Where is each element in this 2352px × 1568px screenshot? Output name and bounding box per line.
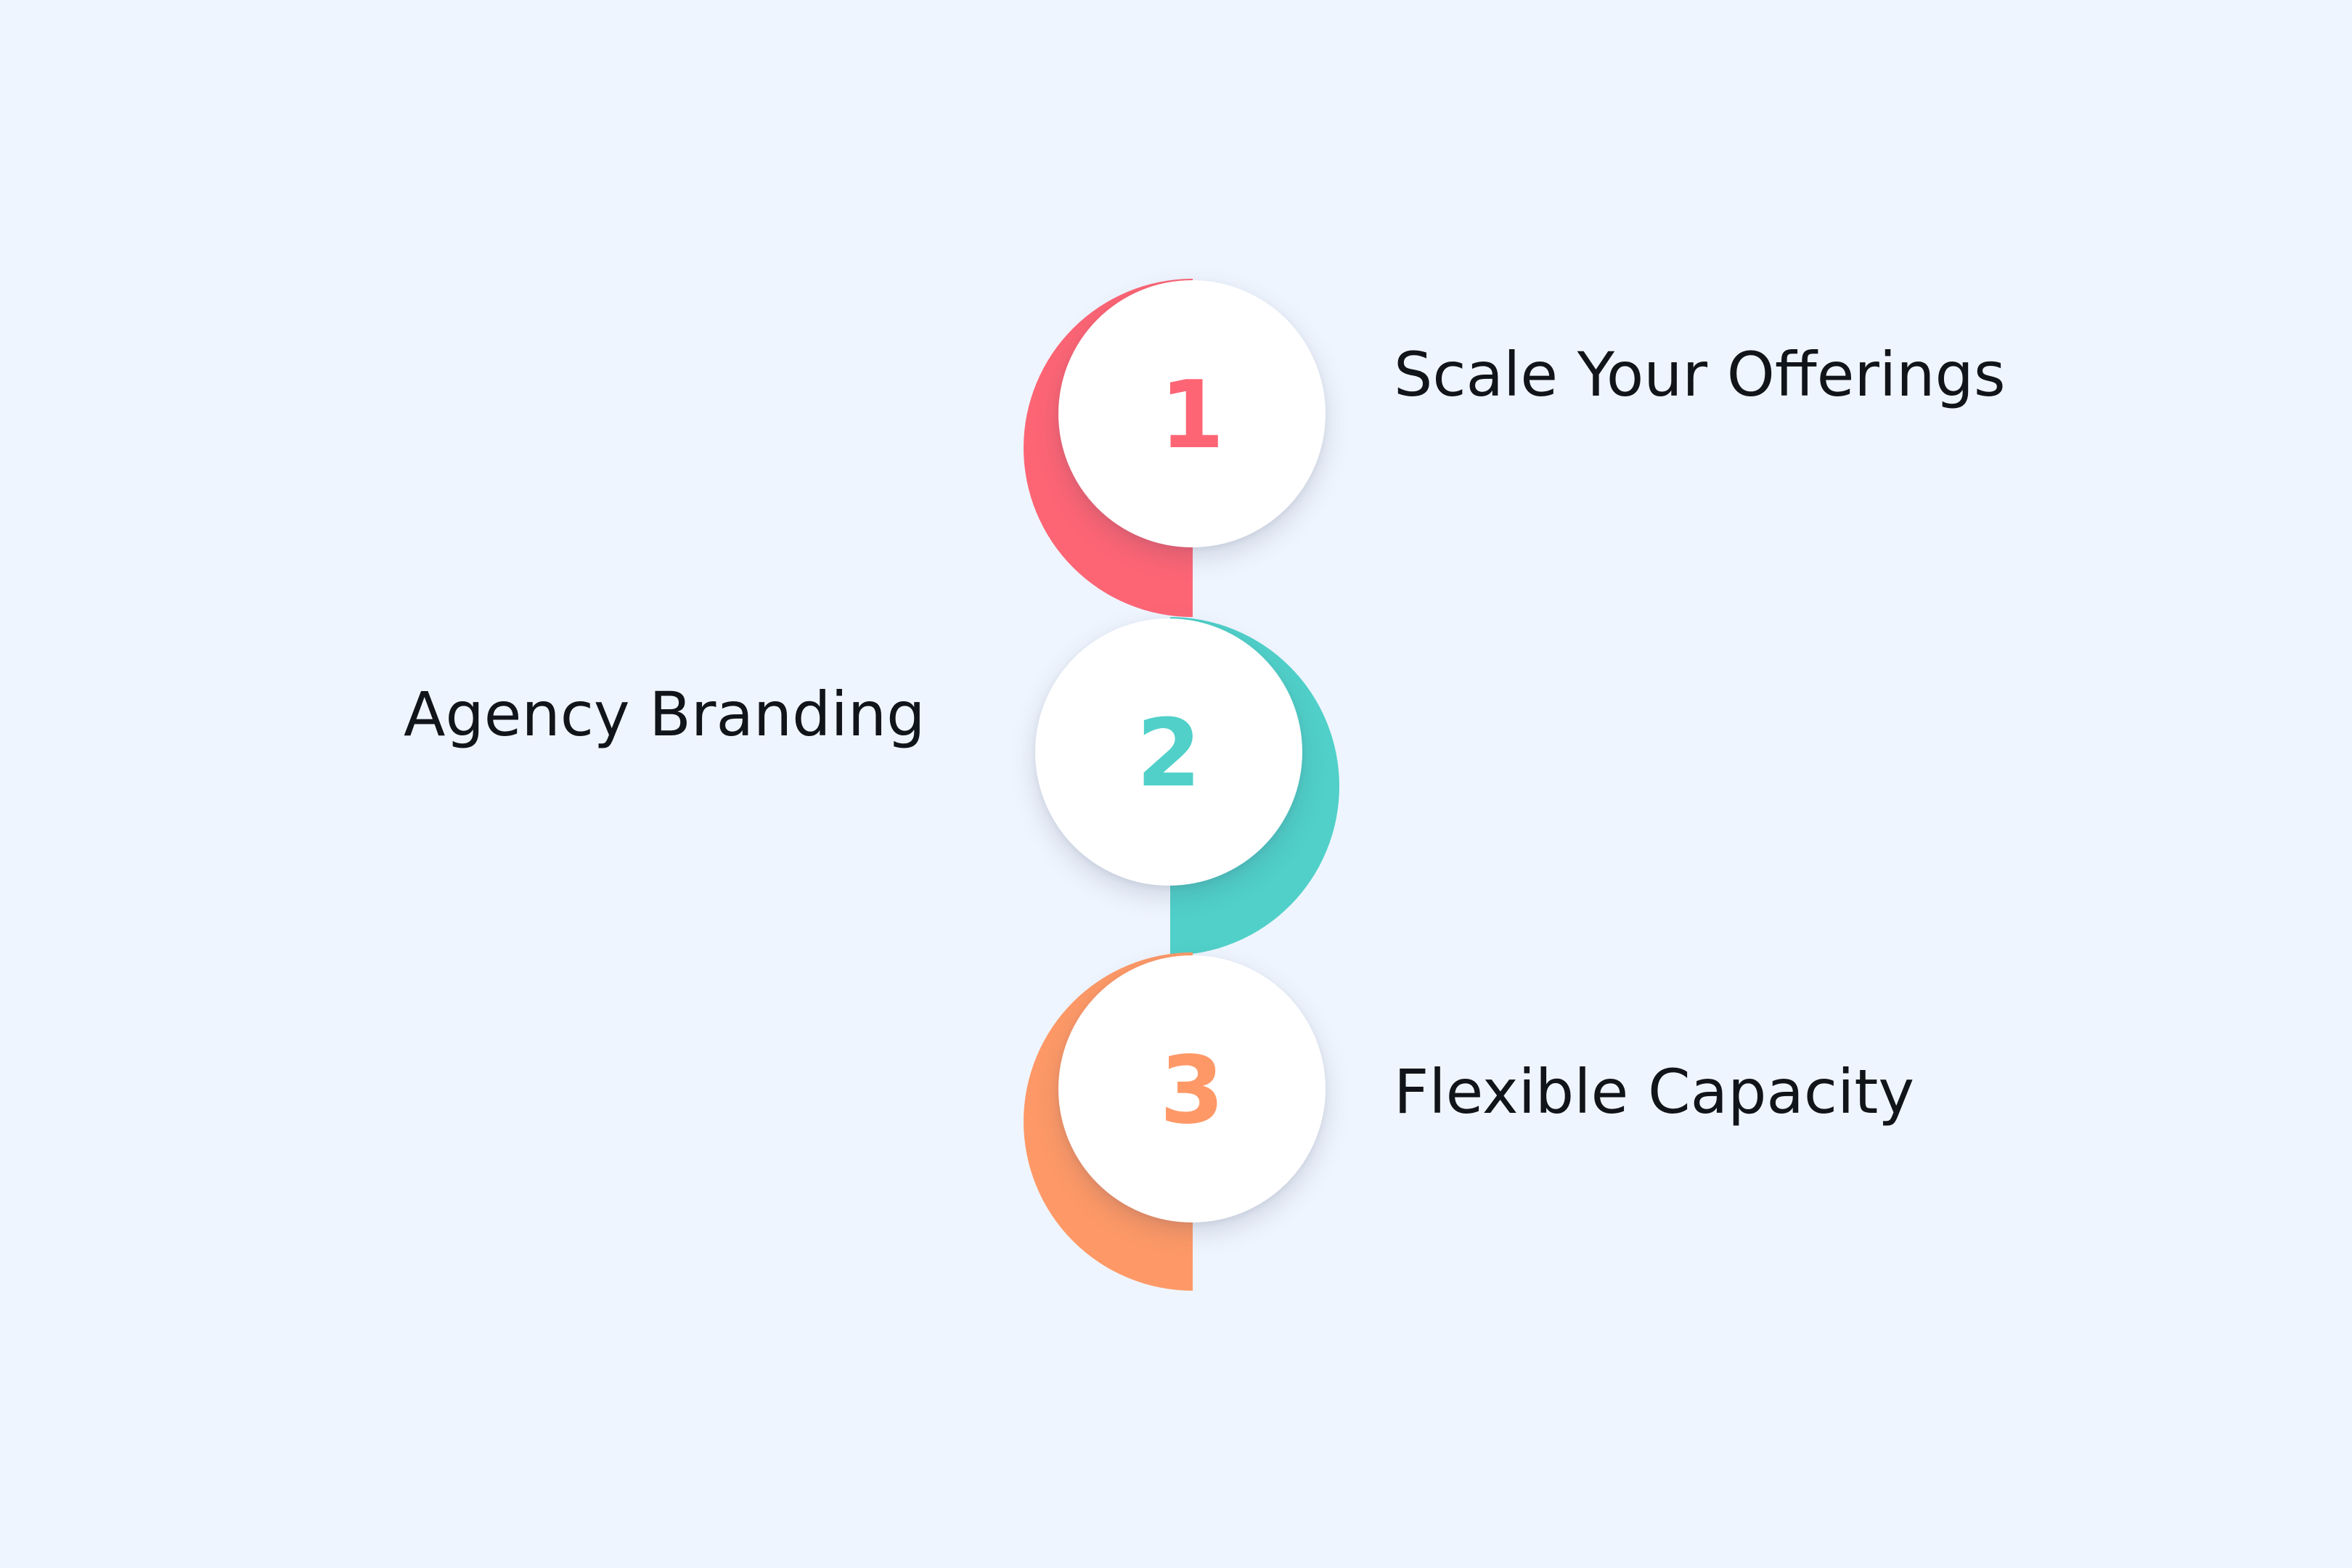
step-3-circle: 3 — [1058, 955, 1326, 1222]
step-2-circle: 2 — [1035, 618, 1302, 886]
step-3-number: 3 — [1159, 1037, 1225, 1145]
step-2-label: Agency Branding — [404, 679, 926, 750]
step-3-label: Flexible Capacity — [1394, 1056, 1915, 1127]
step-2-number: 2 — [1136, 700, 1201, 808]
step-1-label: Scale Your Offerings — [1394, 339, 2006, 410]
step-1-circle: 1 — [1058, 280, 1326, 547]
step-1-number: 1 — [1159, 362, 1225, 470]
